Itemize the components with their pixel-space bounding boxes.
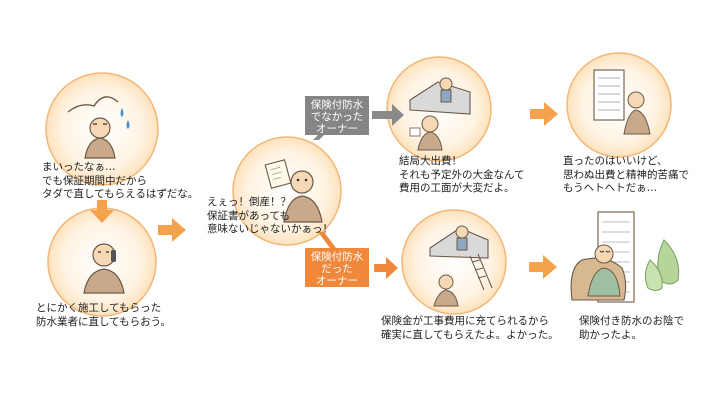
branch-connector-lower	[318, 232, 398, 279]
scene-relaxed	[570, 211, 680, 303]
arrow-right-1	[158, 218, 186, 242]
caption-good2: 保険付き防水のお陰で 助かったよ。	[579, 315, 684, 341]
scene-circle-shock	[232, 136, 342, 246]
building-icon	[593, 69, 625, 121]
caption-step2: とにかく施工してもらった 防水業者に直してもらおう。	[36, 302, 172, 328]
caption-bad1: 結局大出費！ それも予定外の大金なんて 費用の工面が大変だよ。	[399, 155, 525, 194]
scene-circle-exhausted	[566, 52, 672, 158]
scene-circle-phone	[47, 207, 157, 317]
owner-with-money-icon	[409, 115, 443, 151]
label-no-insurance: 保険付防水 でなかった オーナー	[305, 96, 369, 135]
worried-man-icon	[84, 117, 116, 159]
tree-icon	[644, 239, 680, 291]
caption-step1: まいったなぁ… でも保証期間中だから タダで直してもらえるはずだな。	[42, 161, 199, 200]
warranty-document-icon	[264, 159, 292, 189]
tired-man-icon	[623, 91, 651, 135]
arrow-right-bad	[530, 102, 558, 126]
water-drop-icon	[120, 108, 130, 129]
shocked-man-icon	[283, 170, 323, 223]
man-on-phone-icon	[83, 243, 125, 294]
label-with-insurance: 保険付防水 だった オーナー	[305, 248, 369, 287]
caption-bad2: 直ったのはいいけど、 思わぬ出費と精神的苦痛で もうヘトヘトだぁ…	[563, 155, 689, 194]
caption-step3: えぇっ！倒産！？ 保証書があっても 意味ないじゃないかぁっ！	[207, 196, 333, 235]
scene-circle-leak	[45, 72, 159, 186]
scene-circle-repair	[401, 209, 507, 315]
scene-circle-expense	[386, 56, 492, 162]
relieved-owner-icon	[433, 274, 459, 307]
roof-worker-icon	[439, 77, 453, 103]
caption-good1: 保険金が工事費用に充てられるから 確実に直してもらえたよ。よかった。	[381, 315, 559, 341]
relaxed-man-icon	[587, 244, 621, 297]
ladder-icon	[469, 253, 493, 291]
arrow-down-1	[90, 200, 114, 223]
repair-worker-icon	[455, 225, 469, 251]
arrow-right-good	[529, 255, 557, 279]
